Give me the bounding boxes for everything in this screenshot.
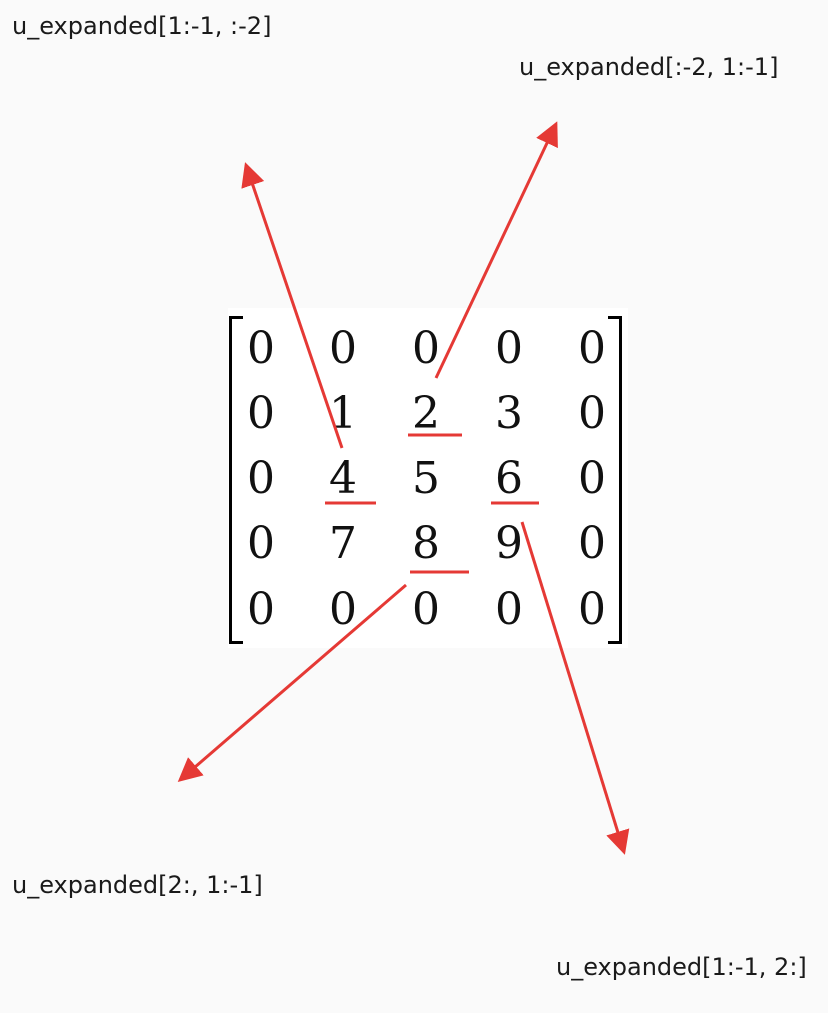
label-up-slice: u_expanded[:-2, 1:-1]: [519, 53, 779, 81]
arrow-up-slice: [434, 121, 558, 379]
matrix-cell-r1-c2: 2: [412, 388, 440, 439]
matrix-cell-r0-c4: 0: [578, 323, 606, 374]
matrix-cell-r0-c3: 0: [495, 323, 523, 374]
matrix-cell-r4-c0: 0: [247, 584, 275, 635]
matrix-right-bracket: [608, 316, 622, 644]
matrix-cell-r0-c1: 0: [329, 323, 357, 374]
matrix-cell-r2-c1: 4: [329, 453, 357, 504]
matrix-cell-r1-c3: 3: [495, 388, 523, 439]
matrix-cell-r2-c3: 6: [495, 453, 523, 504]
matrix-cell-r2-c2: 5: [412, 453, 440, 504]
matrix-cell-r4-c4: 0: [578, 584, 606, 635]
label-right-slice: u_expanded[1:-1, 2:]: [556, 953, 807, 981]
matrix-cell-r1-c0: 0: [247, 388, 275, 439]
arrow-right-slice: [520, 521, 630, 855]
matrix-cell-r1-c4: 0: [578, 388, 606, 439]
matrix-cell-r0-c2: 0: [412, 323, 440, 374]
matrix-cell-r4-c1: 0: [329, 584, 357, 635]
matrix-cell-r4-c2: 0: [412, 584, 440, 635]
matrix-cell-r3-c1: 7: [329, 518, 357, 569]
label-left-slice: u_expanded[1:-1, :-2]: [12, 12, 272, 40]
matrix-left-bracket: [229, 316, 243, 644]
matrix-cell-r4-c3: 0: [495, 584, 523, 635]
arrow-left-slice: [241, 162, 344, 449]
matrix-cell-r1-c1: 1: [329, 388, 357, 439]
matrix-cell-r3-c4: 0: [578, 518, 606, 569]
matrix-cell-r3-c3: 9: [495, 518, 523, 569]
label-down-slice: u_expanded[2:, 1:-1]: [12, 871, 263, 899]
matrix-cell-r2-c4: 0: [578, 453, 606, 504]
matrix-panel: [228, 308, 628, 648]
matrix-cell-r2-c0: 0: [247, 453, 275, 504]
arrow-down-slice: [177, 583, 407, 782]
matrix-cell-r3-c0: 0: [247, 518, 275, 569]
matrix-cell-r0-c0: 0: [247, 323, 275, 374]
matrix-cell-r3-c2: 8: [412, 518, 440, 569]
